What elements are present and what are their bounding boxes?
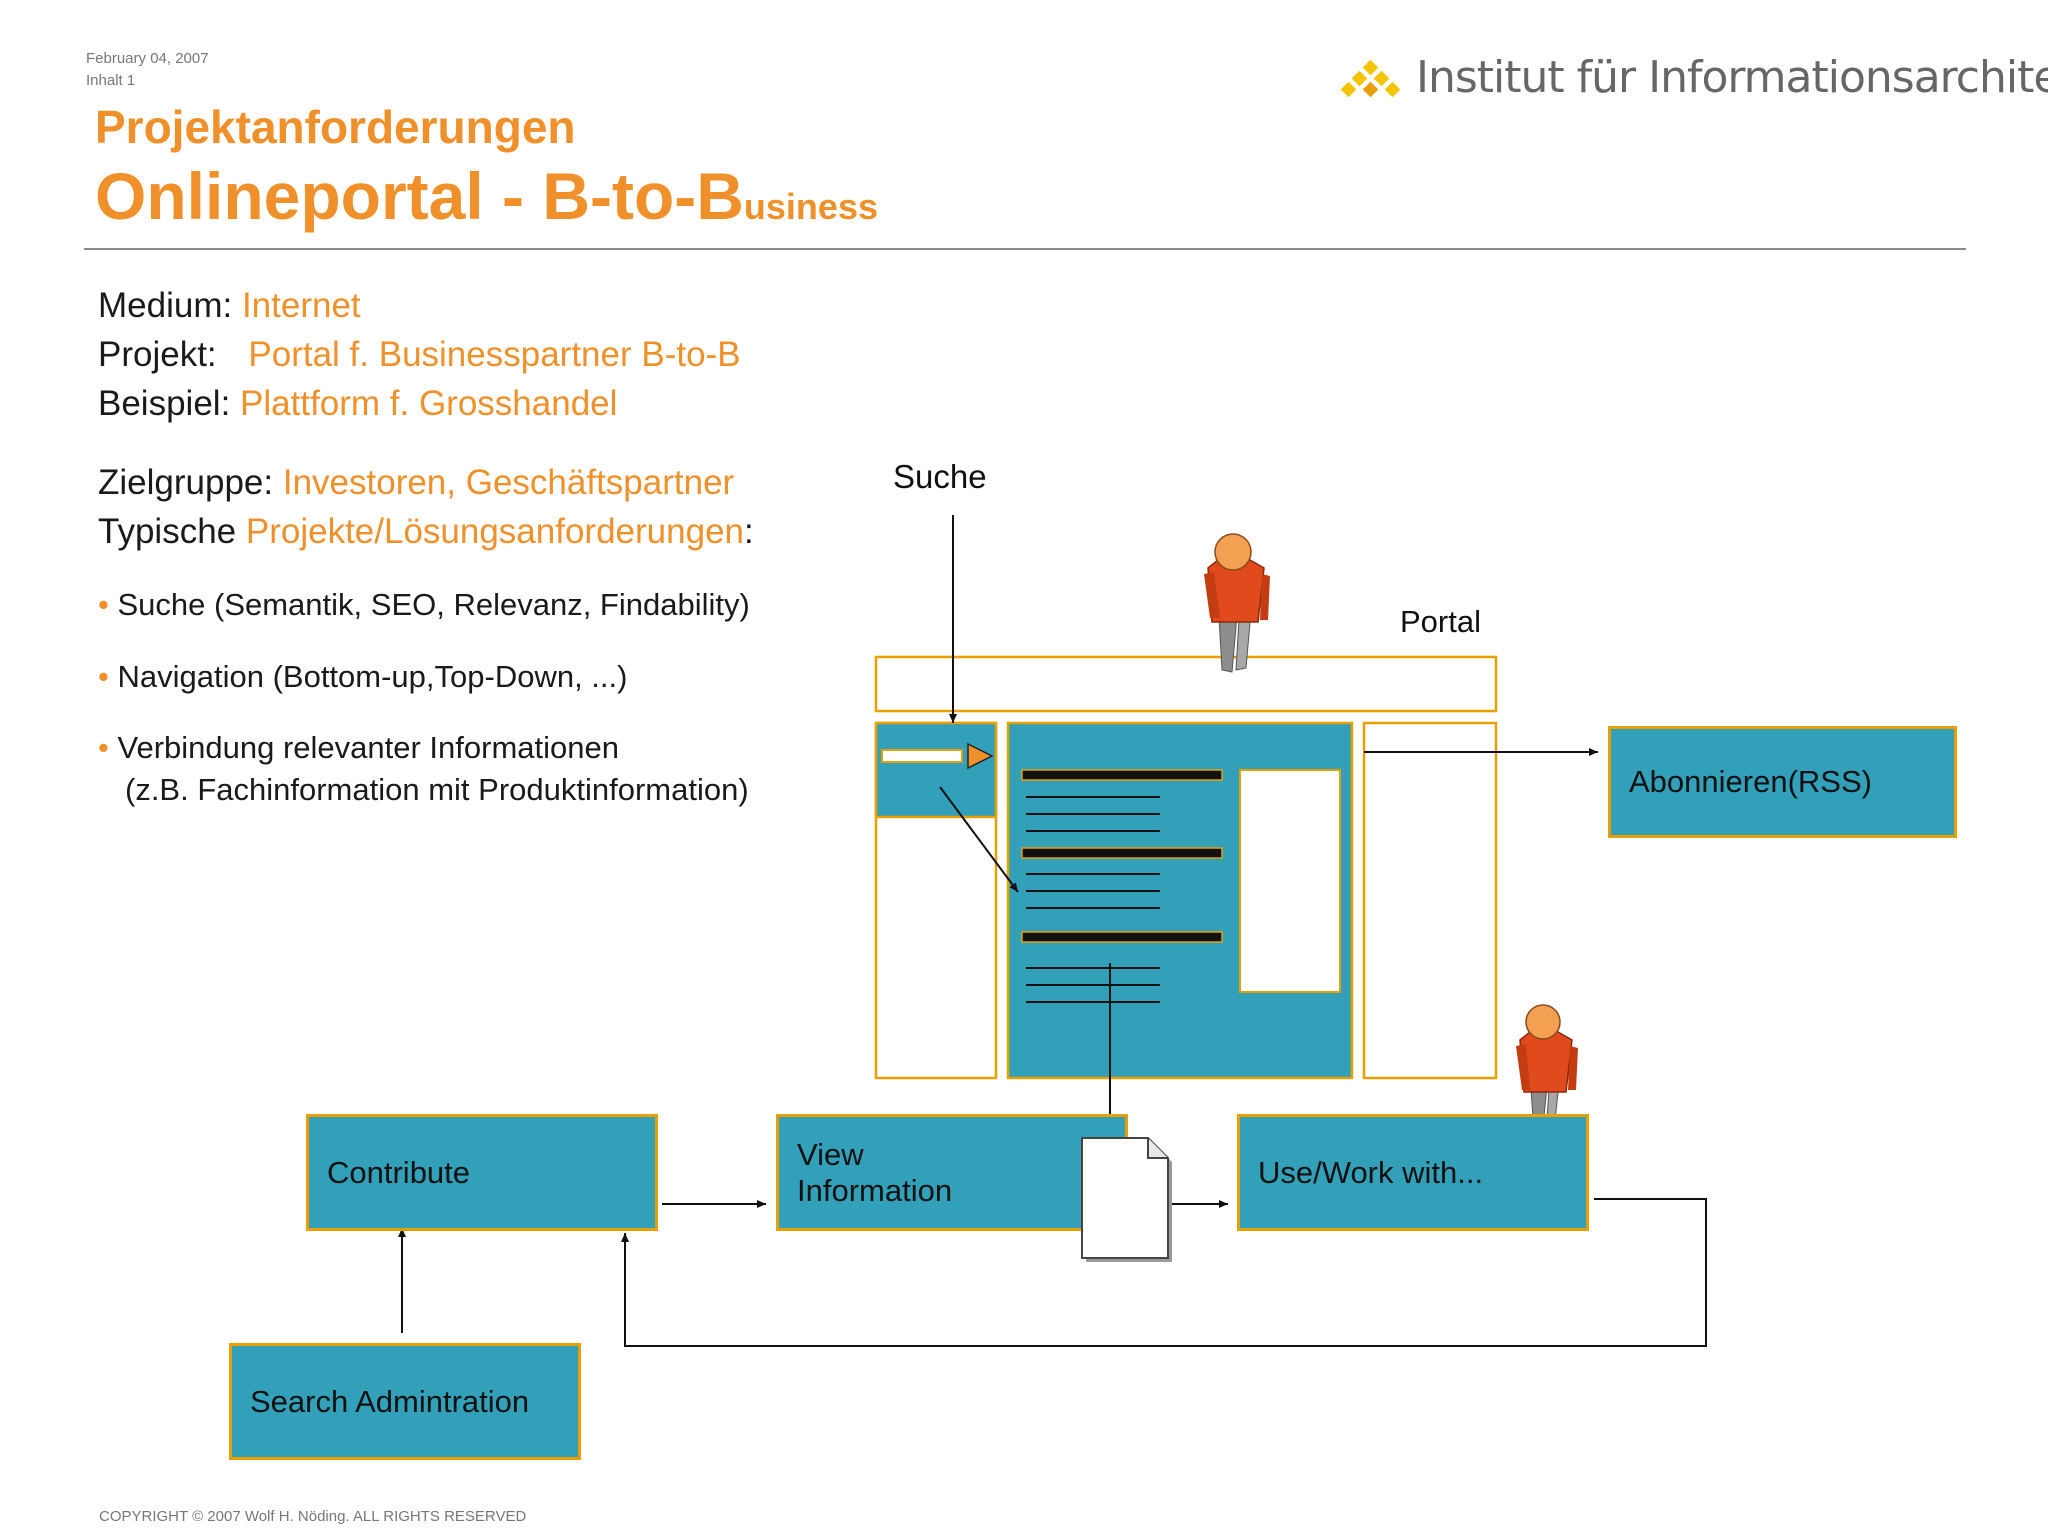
subscribe-rss-box[interactable]: Abonnieren(RSS) [1608,726,1957,838]
typische-value: Projekte/Lösungsanforderungen [245,512,744,551]
beispiel-value: Plattform f. Grosshandel [240,384,618,423]
portal-search-area [874,721,998,819]
section-label: Inhalt 1 [86,72,136,89]
beispiel-label: Beispiel: [98,384,231,423]
bullet-item: • Verbindung relevanter Informationen [98,727,619,769]
page-subtitle: Onlineportal - B-to-Business [95,158,878,234]
date-label: February 04, 2007 [86,50,209,67]
subtitle-suffix: usiness [743,186,878,227]
info-typische: Typische Projekte/Lösungsanforderungen: [98,507,754,556]
bullet-text: Verbindung relevanter Informationen [117,730,619,765]
typische-suffix: : [744,512,754,551]
subscribe-rss-label: Abonnieren(RSS) [1629,764,1872,799]
search-go-icon [967,742,994,770]
info-medium: Medium: Internet [98,281,361,330]
view-information-label: View Information [797,1137,952,1209]
medium-label: Medium: [98,286,233,325]
portal-teaser-box [1239,769,1341,993]
zielgruppe-value: Investoren, Geschäftspartner [282,463,735,502]
search-administration-box[interactable]: Search Admintration [229,1343,581,1460]
view-information-box[interactable]: View Information [776,1114,1128,1231]
info-beispiel: Beispiel: Plattform f. Grosshandel [98,379,617,428]
user-person-icon [1204,533,1270,673]
portal-search-field [881,749,963,763]
portal-header-bar [874,655,1498,713]
bullet-dot-icon: • [98,730,109,765]
bullet-dot-icon: • [98,587,109,622]
header-divider [84,248,1966,250]
contribute-box[interactable]: Contribute [306,1114,658,1231]
portal-label: Portal [1400,604,1481,639]
bullet-text: Navigation (Bottom-up,Top-Down, ...) [117,659,628,694]
view-line-2: Information [797,1172,953,1208]
bullet-text: Suche (Semantik, SEO, Relevanz, Findabil… [117,587,750,622]
projekt-label: Projekt: [98,335,217,374]
diamond-logo-icon [1340,60,1401,98]
document-icon [1081,1137,1172,1262]
contribute-label: Contribute [327,1154,471,1190]
worker-person-icon [1516,1004,1578,1135]
info-zielgruppe: Zielgruppe: Investoren, Geschäftspartner [98,458,734,507]
info-projekt: Projekt: Portal f. Businesspartner B-to-… [98,330,741,379]
bullet-item: • Suche (Semantik, SEO, Relevanz, Findab… [98,584,750,626]
bullet-item: • Navigation (Bottom-up,Top-Down, ...) [98,656,627,698]
search-administration-label: Search Admintration [250,1383,530,1419]
logo-text: Institut für Informationsarchitektur [1416,52,2048,103]
projekt-value: Portal f. Businesspartner B-to-B [248,335,741,374]
page-title: Projektanforderungen [95,101,576,153]
flow-connectors [398,515,1707,1347]
medium-value: Internet [241,286,361,325]
view-line-1: View [797,1136,864,1172]
use-work-box[interactable]: Use/Work with... [1237,1114,1589,1231]
portal-right-column [1362,721,1498,1080]
bullet-dot-icon: • [98,659,109,694]
subtitle-main: Onlineportal - B-to-B [95,159,744,233]
typische-label: Typische [98,512,237,551]
content-lines [1021,769,1223,1003]
copyright-notice: COPYRIGHT © 2007 Wolf H. Nöding. ALL RIG… [99,1508,527,1525]
bullet-continuation: (z.B. Fachinformation mit Produktinforma… [125,772,749,807]
use-work-label: Use/Work with... [1258,1154,1484,1190]
zielgruppe-label: Zielgruppe: [98,463,274,502]
suche-label: Suche [893,458,987,495]
